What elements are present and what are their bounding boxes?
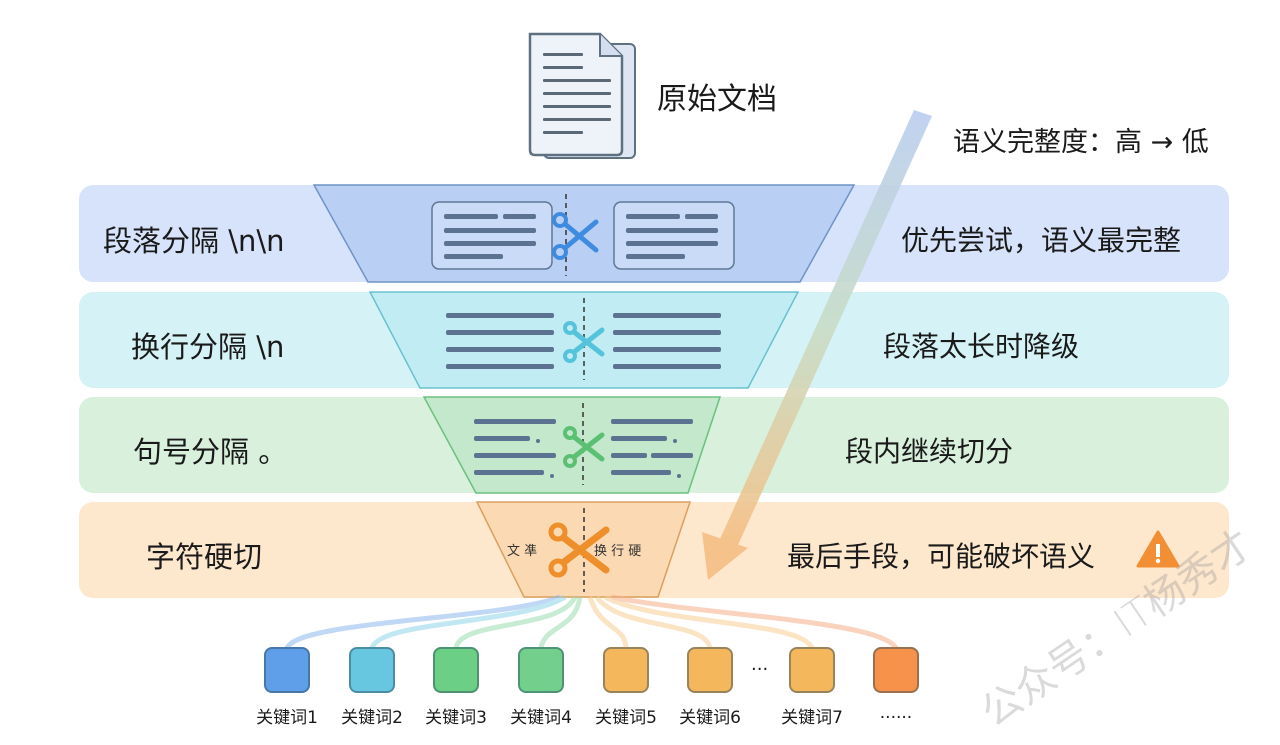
- keyword-chunk-label: 关键词6: [679, 708, 741, 728]
- keyword-chunk-label: ......: [879, 703, 913, 723]
- keyword-chunk-label: 关键词3: [425, 708, 487, 728]
- hard-cut-text-left: 文 凖: [507, 543, 537, 559]
- level-desc-paragraph: 优先尝试，语义最完整: [901, 224, 1182, 257]
- newline-text-left: [446, 313, 554, 369]
- document-title: 原始文档: [657, 82, 777, 117]
- paragraph-card-left: [431, 201, 553, 270]
- semantic-gradient-arrow: [702, 110, 932, 580]
- keyword-gap-marker: ...: [751, 654, 769, 675]
- scissors-icon: [563, 321, 605, 363]
- keyword-chunk-box: [873, 647, 919, 693]
- level-desc-newline: 段落太长时降级: [883, 330, 1080, 363]
- sentence-text-right: [611, 419, 693, 478]
- keyword-chunk-label: 关键词1: [256, 708, 318, 728]
- scissors-icon: [548, 522, 610, 578]
- scissors-icon: [552, 212, 599, 260]
- paragraph-card-right: [613, 201, 735, 270]
- scissors-icon: [563, 426, 605, 468]
- warning-icon: [1136, 530, 1180, 568]
- keyword-chunk-label: 关键词5: [595, 708, 657, 728]
- keyword-chunk-box: [264, 647, 310, 693]
- level-desc-sentence: 段内继续切分: [845, 435, 1014, 468]
- semantic-gradient-label: 语义完整度：高 → 低: [953, 127, 1209, 158]
- level-label-newline: 换行分隔 \n: [131, 330, 285, 364]
- level-label-paragraph: 段落分隔 \n\n: [103, 224, 285, 258]
- newline-text-right: [613, 313, 721, 369]
- keyword-chunk-box: [687, 647, 733, 693]
- sentence-text-left: [474, 419, 556, 478]
- keyword-chunk-label: 关键词4: [510, 708, 572, 728]
- funnel-level-3: [422, 396, 722, 494]
- document-icon: [528, 32, 636, 159]
- level-label-character: 字符硬切: [146, 540, 263, 574]
- keyword-chunk-box: [433, 647, 479, 693]
- flow-curves: [284, 594, 899, 650]
- level-label-sentence: 句号分隔 。: [133, 435, 288, 469]
- keyword-chunk-box: [789, 647, 835, 693]
- keyword-chunk-label: 关键词2: [341, 708, 403, 728]
- level-desc-character: 最后手段，可能破坏语义: [787, 540, 1096, 573]
- keyword-chunk-box: [349, 647, 395, 693]
- keyword-chunk-box: [603, 647, 649, 693]
- keyword-chunk-label: 关键词7: [781, 708, 843, 728]
- hard-cut-text-right: 换 行 硬: [594, 544, 641, 559]
- keyword-chunk-box: [518, 647, 564, 693]
